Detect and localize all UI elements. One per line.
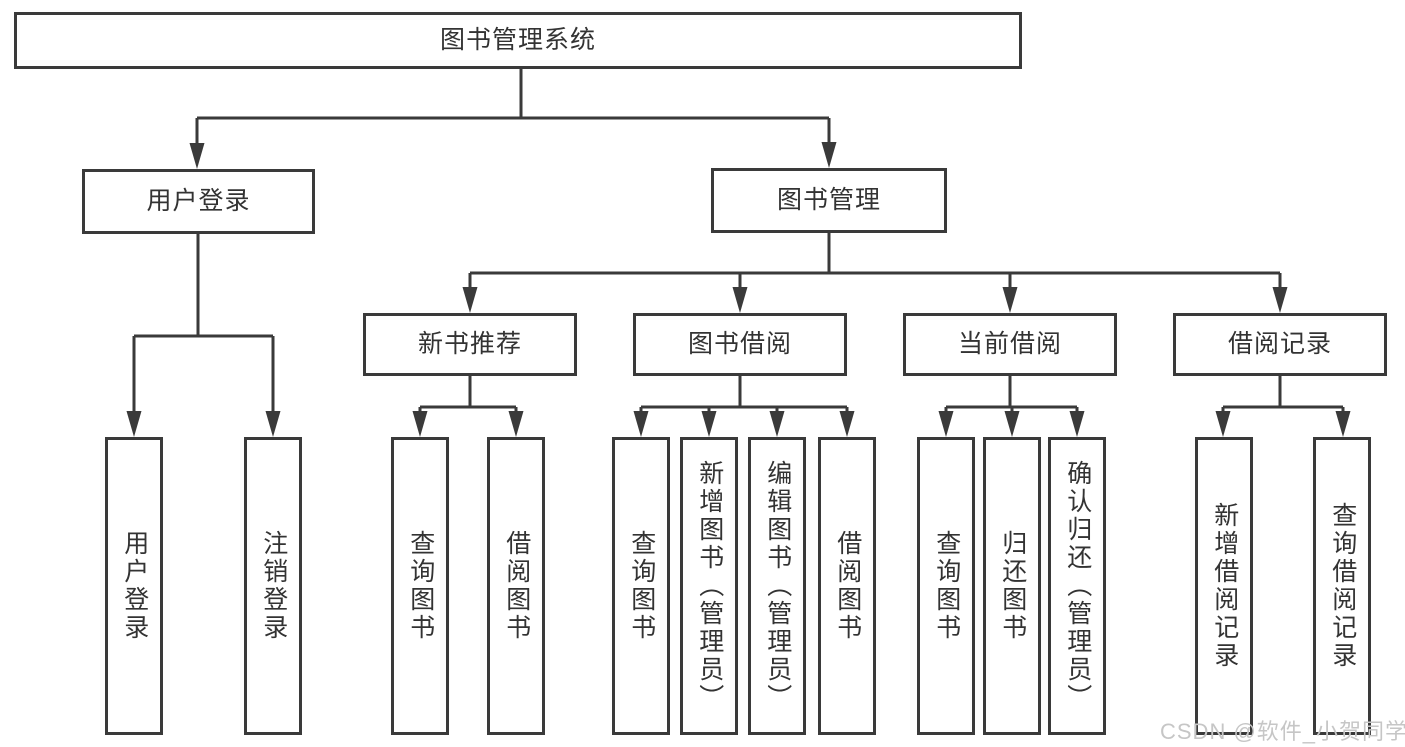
leaf-query-books-current: 查询图书 (917, 437, 975, 735)
leaf-borrow-books-borrowing: 借阅图书 (818, 437, 876, 735)
node-book-management: 图书管理 (711, 168, 947, 233)
leaf-return-books: 归还图书 (983, 437, 1041, 735)
node-label: 归还图书 (998, 530, 1027, 642)
node-label: 编辑图书（管理员） (763, 460, 792, 712)
node-library-management-system: 图书管理系统 (14, 12, 1022, 69)
node-label: 借阅记录 (1227, 329, 1332, 358)
node-label: 图书管理系统 (439, 25, 596, 54)
node-current-borrowing: 当前借阅 (903, 313, 1117, 376)
node-new-book-recommend: 新书推荐 (363, 313, 577, 376)
node-label: 查询借阅记录 (1328, 502, 1357, 670)
leaf-add-books-admin: 新增图书（管理员） (680, 437, 738, 735)
node-label: 新书推荐 (417, 329, 522, 358)
node-label: 借阅图书 (833, 530, 862, 642)
leaf-edit-books-admin: 编辑图书（管理员） (748, 437, 806, 735)
node-borrowing-records: 借阅记录 (1173, 313, 1387, 376)
leaf-logout: 注销登录 (244, 437, 302, 735)
node-label: 新增借阅记录 (1210, 502, 1239, 670)
node-label: 借阅图书 (502, 530, 531, 642)
node-label: 注销登录 (259, 530, 288, 642)
leaf-query-books-borrowing: 查询图书 (612, 437, 670, 735)
node-label: 图书借阅 (687, 329, 792, 358)
node-label: 新增图书（管理员） (695, 460, 724, 712)
leaf-query-borrow-record: 查询借阅记录 (1313, 437, 1371, 735)
node-label: 用户登录 (146, 186, 251, 215)
leaf-user-login: 用户登录 (105, 437, 163, 735)
node-label: 确认归还（管理员） (1063, 460, 1092, 712)
node-label: 查询图书 (406, 530, 435, 642)
leaf-borrow-books-recommend: 借阅图书 (487, 437, 545, 735)
node-book-borrowing: 图书借阅 (633, 313, 847, 376)
node-label: 用户登录 (120, 530, 149, 642)
node-label: 图书管理 (776, 185, 881, 214)
node-label: 当前借阅 (957, 329, 1062, 358)
node-label: 查询图书 (627, 530, 656, 642)
csdn-watermark: CSDN @软件_小贺同学 (1160, 719, 1405, 744)
leaf-confirm-return-admin: 确认归还（管理员） (1048, 437, 1106, 735)
leaf-query-books-recommend: 查询图书 (391, 437, 449, 735)
node-user-login: 用户登录 (82, 169, 315, 234)
node-label: 查询图书 (932, 530, 961, 642)
leaf-add-borrow-record: 新增借阅记录 (1195, 437, 1253, 735)
